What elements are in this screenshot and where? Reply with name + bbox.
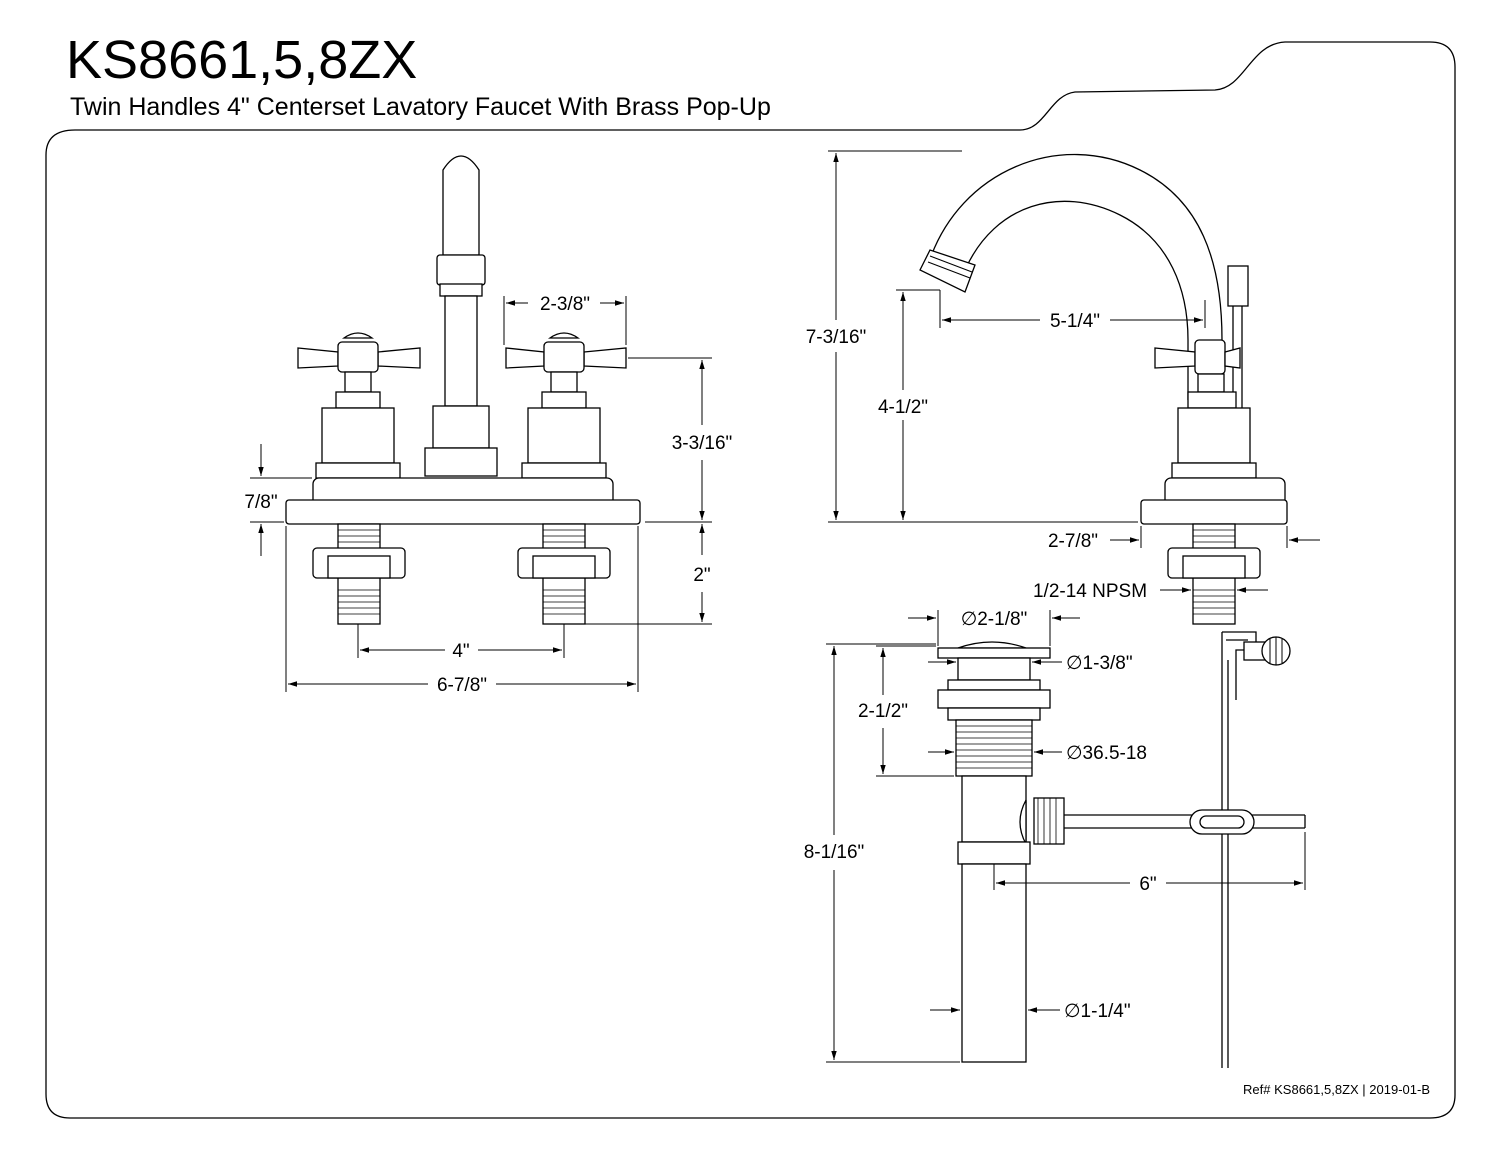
dim-shank-length: 2" [693,565,710,586]
side-lift-rod [1227,265,1249,410]
dim-body-height: 2-1/2" [858,701,908,722]
dim-reach: 5-1/4" [1050,311,1100,332]
reference-number: Ref# KS8661,5,8ZX | 2019-01-B [1243,1082,1430,1097]
dim-handle-spacing: 2-3/8" [540,294,590,315]
dim-center: 4" [452,641,469,662]
side-handle [1154,339,1257,479]
front-spout [424,155,498,477]
side-view: 7-3/16" 4-1/2" 5-1/4" 2-7/8" 1/2-14 NPSM [806,150,1320,625]
dim-thread-dia: ∅36.5-18 [1066,743,1147,764]
dim-cap-dia: ∅1-3/8" [1066,653,1133,674]
drain-view: ∅2-1/8" ∅1-3/8" 2-1/2" ∅36.5-18 8-1/16" … [804,609,1306,1068]
front-view: 2-3/8" 3-3/16" 7/8" 2" 4" 6-7/8" [244,155,733,696]
front-right-handle [505,332,627,479]
side-dimension-lines [828,150,1320,593]
drain-flange [937,641,1051,721]
front-dimension-lines [250,296,712,692]
page-title: KS8661,5,8ZX [66,30,417,90]
front-right-shank [517,523,611,625]
dim-base-depth: 2-7/8" [1048,531,1098,552]
drain-pivot-rod [1064,809,1306,835]
dim-thread: 1/2-14 NPSM [1033,581,1147,602]
drawing-frame [45,41,1456,1119]
front-left-handle [297,332,421,479]
dim-overall-height: 8-1/16" [804,842,865,863]
side-shank [1167,523,1261,625]
front-left-shank [312,523,406,625]
drain-dimension-lines [826,610,1306,1063]
dim-handle-height: 3-3/16" [672,433,733,454]
dim-spout-height: 4-1/2" [878,397,928,418]
front-base-plate [285,499,641,525]
dim-rod-length: 6" [1139,874,1156,895]
drain-threaded-body [955,719,1033,777]
dim-base-height: 7/8" [244,492,277,513]
dim-overall-width: 6-7/8" [437,675,487,696]
drain-body [957,775,1065,1063]
drain-lift-linkage [1221,631,1291,1068]
dim-flange-dia: ∅2-1/8" [961,609,1028,630]
side-base-plate [1140,499,1288,525]
dim-tail-dia: ∅1-1/4" [1064,1001,1131,1022]
dim-total-height: 7-3/16" [806,327,867,348]
side-spout [919,153,1223,400]
page-subtitle: Twin Handles 4" Centerset Lavatory Fauce… [70,93,771,121]
